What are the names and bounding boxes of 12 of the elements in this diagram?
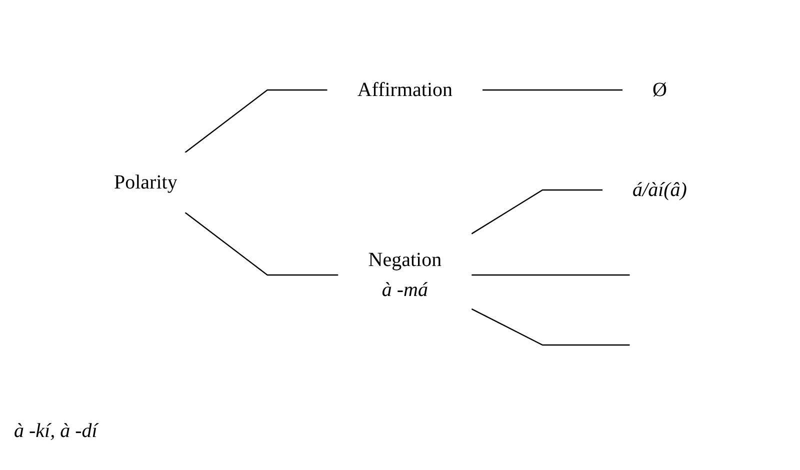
node-text: Ø <box>652 79 666 101</box>
node-text: á/àí(â) <box>632 179 686 201</box>
node-text: Affirmation <box>356 79 452 101</box>
connector <box>471 274 630 276</box>
node-text: Negation à -má <box>368 249 442 301</box>
connector <box>184 212 338 276</box>
connector <box>470 308 630 346</box>
connector <box>470 189 602 234</box>
note-text: à -kí, à -dí <box>14 420 100 443</box>
connector <box>482 89 622 91</box>
node-text: Polarity <box>114 172 177 194</box>
connector <box>184 89 327 153</box>
